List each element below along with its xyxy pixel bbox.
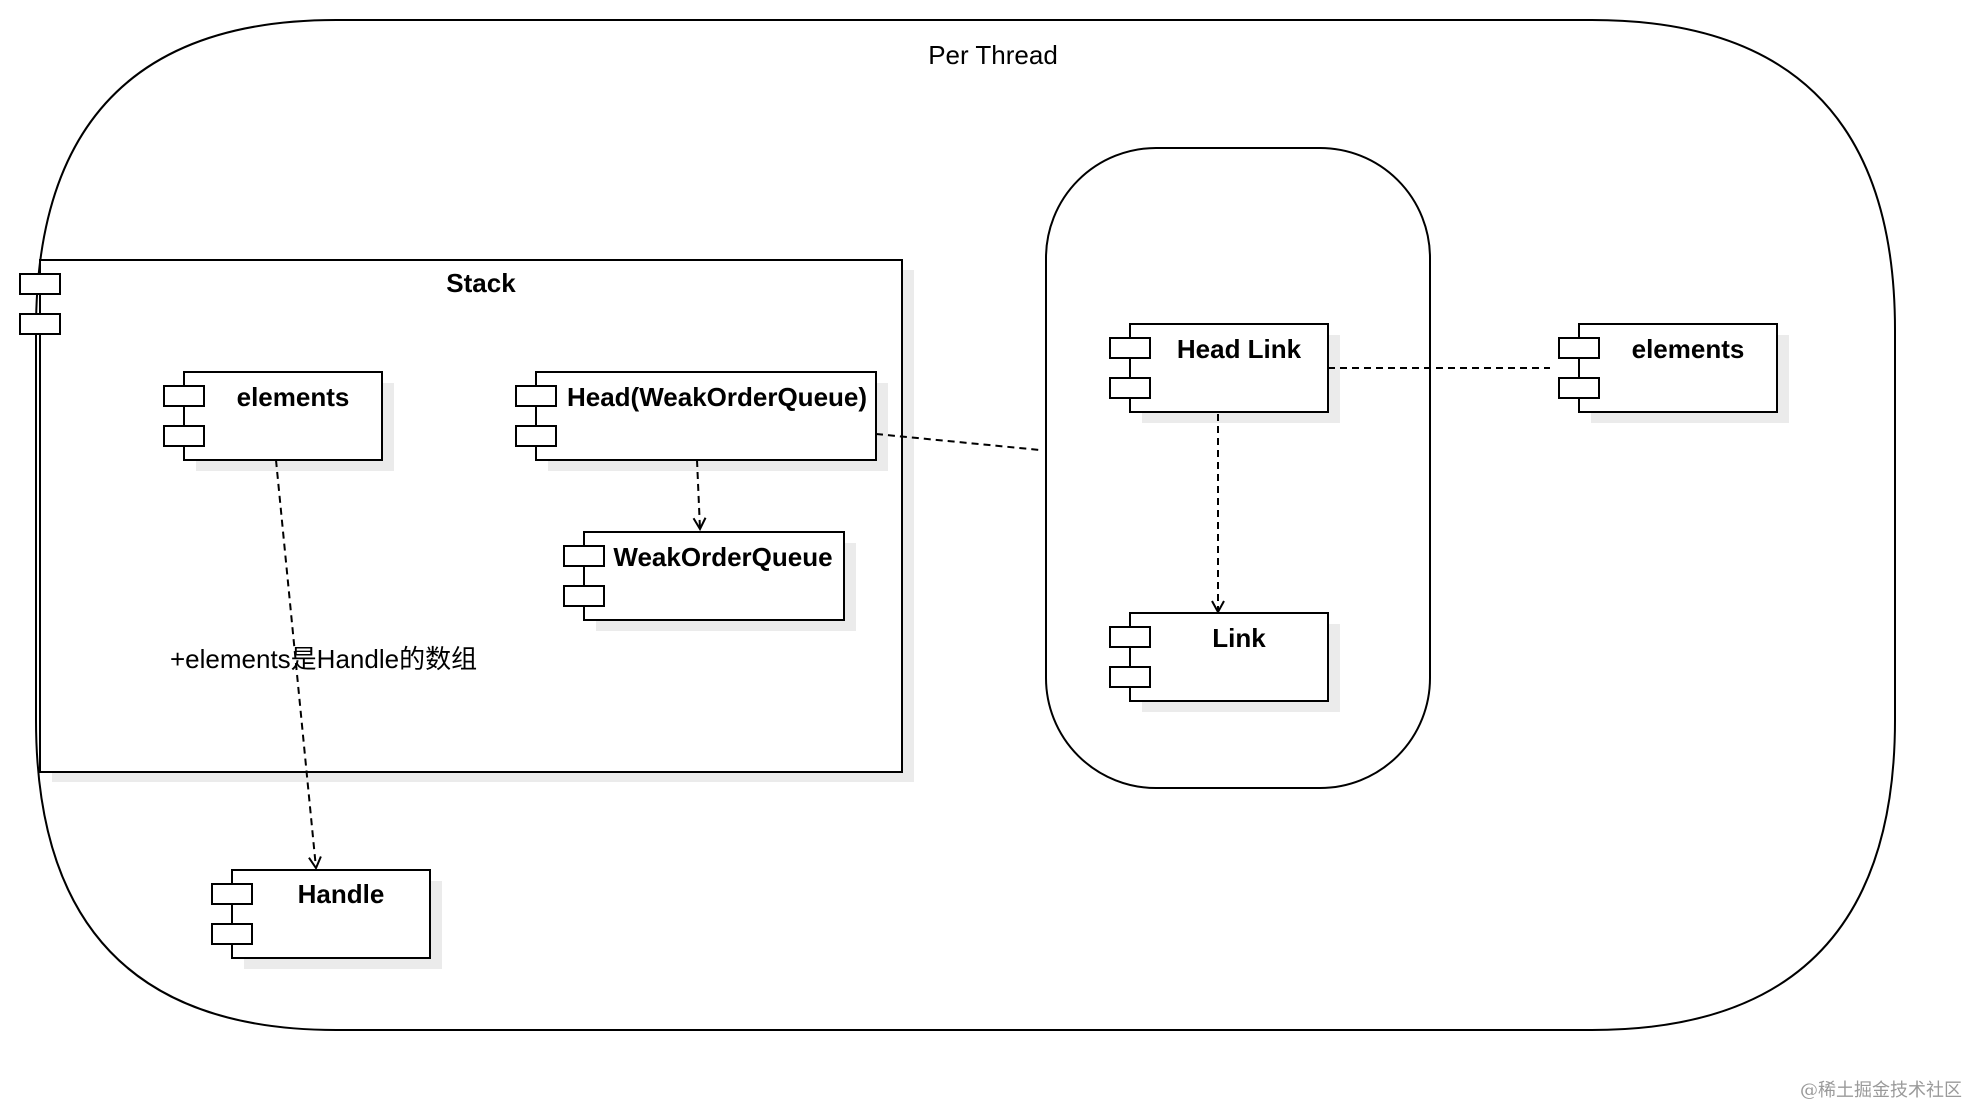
component-stack-elements: elements: [163, 371, 394, 471]
per-thread-container: [35, 19, 1896, 1031]
component-weakorderqueue: WeakOrderQueue: [563, 531, 856, 631]
link-group-container: [1045, 147, 1431, 789]
component-label: WeakOrderQueue: [613, 542, 832, 572]
component-label: elements: [1632, 334, 1745, 364]
edge-head-to-linkgroup: [875, 433, 1041, 451]
component-label: Link: [1212, 623, 1266, 653]
component-head-link: Head Link: [1109, 323, 1340, 423]
component-port: [1109, 626, 1151, 648]
component-port: [1109, 666, 1151, 688]
component-label: Handle: [298, 879, 385, 909]
component-right-elements: elements: [1558, 323, 1789, 423]
component-port: [515, 425, 557, 447]
component-link: Link: [1109, 612, 1340, 712]
component-port: [211, 923, 253, 945]
component-port: [163, 425, 205, 447]
stack-port-top: [19, 273, 61, 295]
stack-frame: [39, 259, 903, 773]
edge-elements-to-handle: [275, 459, 316, 868]
edge-annotation: +elements是Handle的数组: [170, 644, 477, 674]
component-port: [563, 545, 605, 567]
component-head: Head(WeakOrderQueue): [515, 371, 888, 471]
component-label: elements: [237, 382, 350, 412]
component-port: [211, 883, 253, 905]
component-port: [1109, 337, 1151, 359]
stack-label: Stack: [446, 268, 516, 298]
component-port: [1109, 377, 1151, 399]
component-port: [563, 585, 605, 607]
component-handle: Handle: [211, 869, 442, 969]
stack-port-bottom: [19, 313, 61, 335]
component-label: Head Link: [1177, 334, 1302, 364]
watermark: @稀土掘金技术社区: [1800, 1080, 1962, 1101]
component-port: [1558, 337, 1600, 359]
component-label: Head(WeakOrderQueue): [567, 382, 867, 412]
component-port: [515, 385, 557, 407]
per-thread-label: Per Thread: [928, 40, 1058, 70]
component-port: [163, 385, 205, 407]
component-port: [1558, 377, 1600, 399]
